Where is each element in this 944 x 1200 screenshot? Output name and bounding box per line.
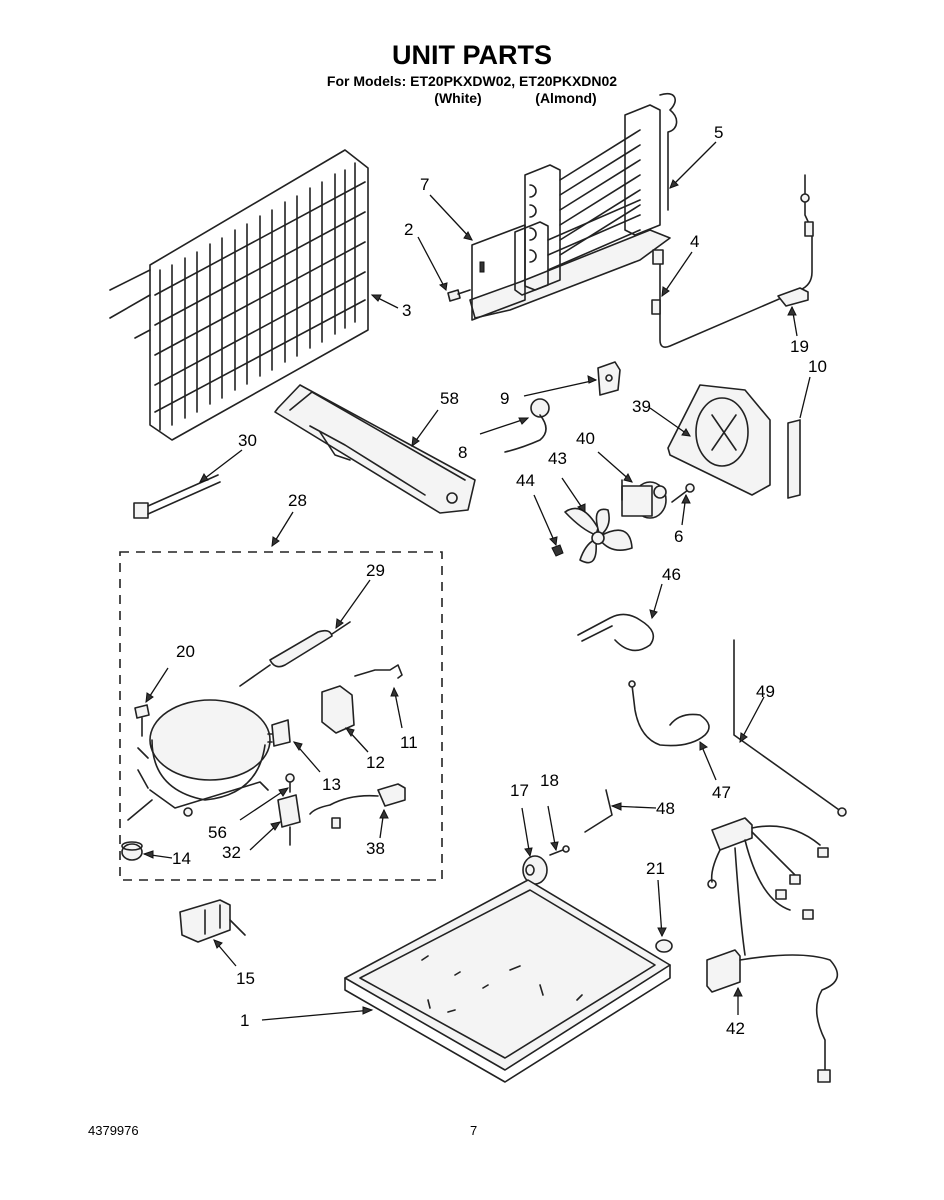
leader-lines (143, 141, 811, 1021)
grommet-14 (121, 841, 143, 861)
heater-strip (787, 419, 801, 499)
callout-19: 19 (790, 337, 809, 356)
clip-11 (354, 664, 403, 679)
fan-shroud (667, 384, 771, 496)
callout-17: 17 (510, 781, 529, 800)
condenser-coil (109, 149, 369, 441)
callout-42: 42 (726, 1019, 745, 1038)
callout-43: 43 (548, 449, 567, 468)
callout-8: 8 (458, 443, 467, 462)
callout-32: 32 (222, 843, 241, 862)
callout-44: 44 (516, 471, 535, 490)
tube-48 (584, 789, 613, 833)
callout-40: 40 (576, 429, 595, 448)
overload-13 (267, 719, 291, 747)
callout-14: 14 (172, 849, 191, 868)
cable-tie (133, 474, 221, 519)
callout-47: 47 (712, 783, 731, 802)
screw-56 (285, 773, 295, 793)
screw-20 (134, 704, 150, 737)
roller-17 (522, 855, 548, 885)
callout-39: 39 (632, 397, 651, 416)
tubing-46 (577, 613, 655, 652)
callout-9: 9 (500, 389, 509, 408)
evaporator-assembly (469, 92, 678, 321)
fan-blade (564, 507, 633, 564)
grommet-21 (655, 939, 673, 953)
callout-48: 48 (656, 799, 675, 818)
callout-49: 49 (756, 682, 775, 701)
callout-30: 30 (238, 431, 257, 450)
doc-number: 4379976 (88, 1123, 139, 1138)
drain-trough (274, 384, 476, 514)
callout-11: 11 (400, 733, 418, 752)
callout-56: 56 (208, 823, 227, 842)
grommet-8 (504, 398, 550, 453)
callout-7: 7 (420, 175, 429, 194)
tubing-49 (733, 639, 847, 817)
models-line: For Models: ET20PKXDW02, ET20PKXDN02 (327, 73, 617, 89)
callout-46: 46 (662, 565, 681, 584)
callout-38: 38 (366, 839, 385, 858)
page-title: UNIT PARTS (392, 40, 552, 70)
compressor-harness (309, 783, 406, 829)
color-white-label: (White) (434, 90, 481, 106)
callout-10: 10 (808, 357, 827, 376)
bracket-9 (597, 361, 621, 396)
callout-1: 1 (240, 1011, 249, 1030)
heater-wire (651, 174, 814, 348)
callout-2: 2 (404, 220, 413, 239)
capacitor (277, 794, 301, 846)
color-almond-label: (Almond) (535, 90, 596, 106)
screw-2 (447, 289, 471, 302)
screw-6 (671, 483, 695, 503)
nut-44 (551, 544, 564, 557)
page-number: 7 (470, 1123, 477, 1138)
fan-motor (621, 479, 667, 519)
cover-12 (321, 685, 355, 734)
callout-15: 15 (236, 969, 255, 988)
drier (239, 621, 351, 687)
callout-4: 4 (690, 232, 699, 251)
callout-13: 13 (322, 775, 341, 794)
callout-18: 18 (540, 771, 559, 790)
callout-58: 58 (440, 389, 459, 408)
axle-18 (549, 845, 570, 856)
tubing-47 (628, 680, 710, 747)
leader-arrowheads (142, 179, 797, 1015)
callout-28: 28 (288, 491, 307, 510)
callout-21: 21 (646, 859, 665, 878)
clip-19 (777, 287, 809, 307)
callout-20: 20 (176, 642, 195, 661)
callout-6: 6 (674, 527, 683, 546)
compressor (127, 699, 271, 821)
compressor-group-boundary (119, 551, 443, 881)
callout-5: 5 (714, 123, 723, 142)
callout-labels: 7 5 2 4 3 19 10 58 9 39 8 30 40 43 44 28… (172, 123, 827, 1038)
wiring-harness (706, 817, 839, 1083)
callout-29: 29 (366, 561, 385, 580)
callout-3: 3 (402, 301, 411, 320)
callout-12: 12 (366, 753, 385, 772)
unit-base (344, 879, 671, 1083)
terminal-block (179, 899, 246, 943)
